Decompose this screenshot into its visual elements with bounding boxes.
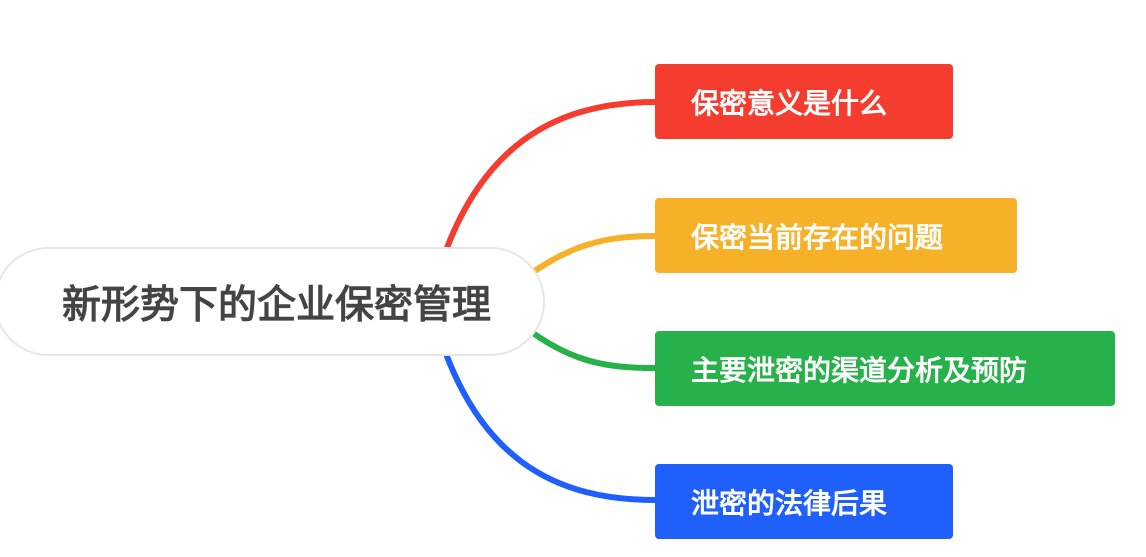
branch-node-legal-consequences[interactable]: 泄密的法律后果: [655, 464, 953, 539]
branch-label: 泄密的法律后果: [691, 486, 888, 520]
branch-node-leak-channels[interactable]: 主要泄密的渠道分析及预防: [655, 331, 1115, 406]
branch-label: 主要泄密的渠道分析及预防: [691, 353, 1028, 387]
connector-red: [427, 99, 657, 303]
branch-label: 保密当前存在的问题: [691, 220, 944, 254]
root-label: 新形势下的企业保密管理: [61, 282, 491, 328]
branch-node-current-problems[interactable]: 保密当前存在的问题: [655, 198, 1017, 273]
branch-label: 保密意义是什么: [691, 86, 888, 120]
branch-node-significance[interactable]: 保密意义是什么: [655, 64, 953, 139]
root-node[interactable]: 新形势下的企业保密管理: [0, 247, 545, 356]
connector-blue: [427, 301, 657, 503]
